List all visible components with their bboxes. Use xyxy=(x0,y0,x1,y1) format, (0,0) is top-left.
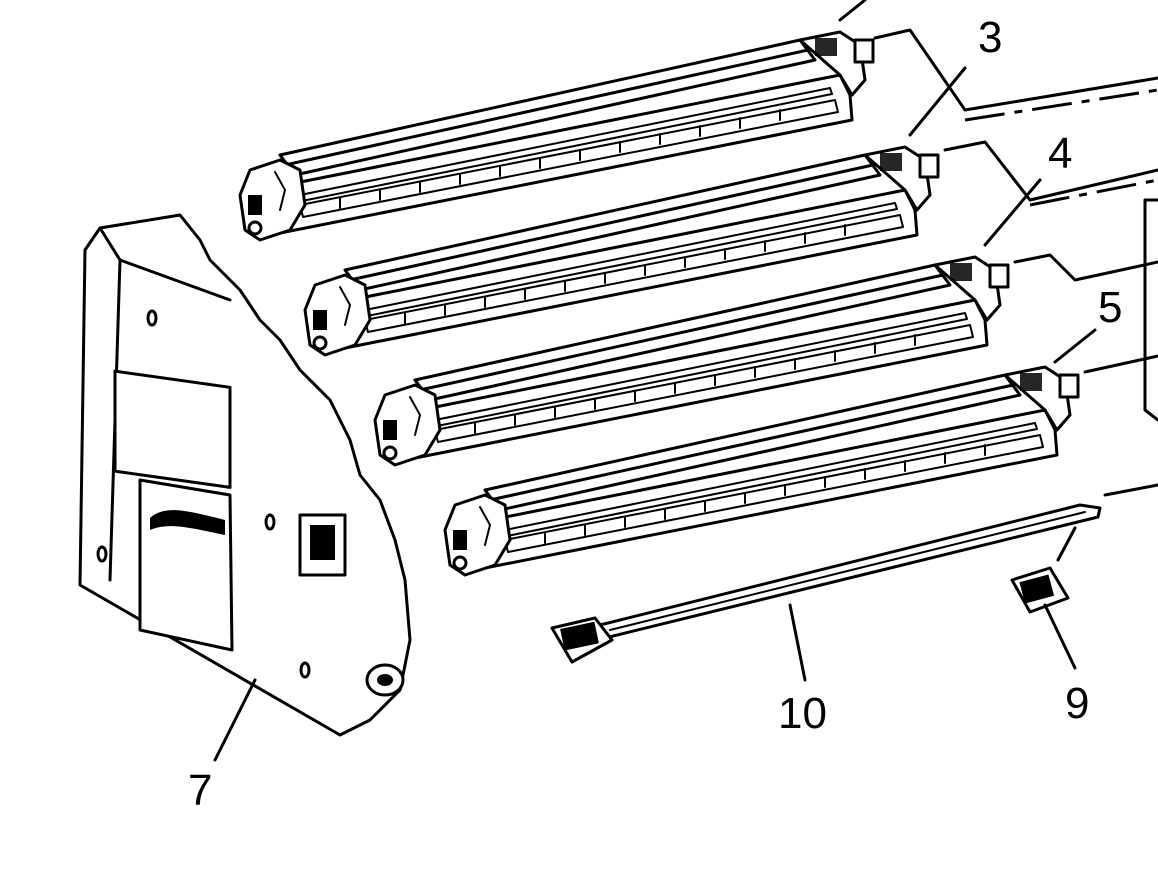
callout-10: 10 xyxy=(778,689,827,738)
waste-toner-container xyxy=(78,213,412,737)
drum-cartridge-2 xyxy=(238,30,875,242)
callout-labels: 3 4 5 7 9 10 xyxy=(188,13,1122,815)
callout-3: 3 xyxy=(978,13,1002,62)
callout-5: 5 xyxy=(1098,283,1122,332)
callout-4: 4 xyxy=(1048,129,1072,178)
cleaning-pad-clip xyxy=(1010,566,1070,614)
connection-lines xyxy=(873,28,1158,497)
callout-9: 9 xyxy=(1065,679,1089,728)
cleaning-rod xyxy=(550,503,1102,664)
callout-7: 7 xyxy=(188,766,212,815)
leader-lines xyxy=(213,0,1097,762)
